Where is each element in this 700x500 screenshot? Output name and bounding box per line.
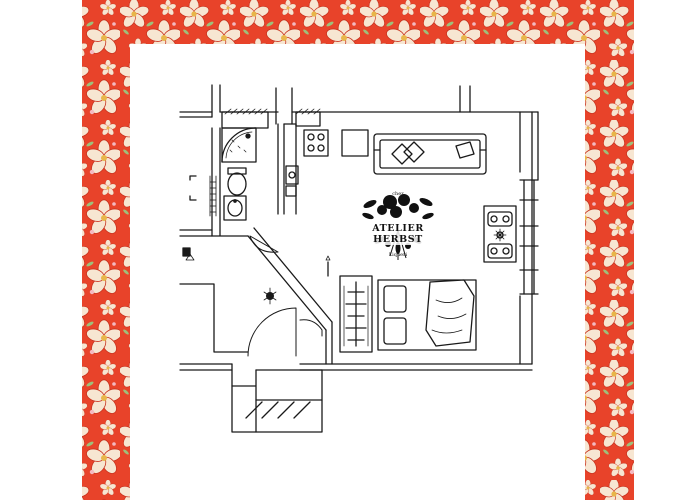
logo-top-text: chez	[392, 191, 404, 197]
sofa-icon	[373, 133, 487, 175]
logo-name: ATELIER HERBST	[352, 223, 444, 245]
sink-icon	[209, 175, 247, 221]
flower-bouquet-logo	[362, 194, 434, 260]
stove-icon	[303, 129, 329, 157]
toilet-icon	[227, 167, 247, 196]
plant-icon	[493, 228, 507, 242]
wardrobe-icon	[339, 275, 373, 353]
dining-table-icon	[483, 205, 517, 263]
walls	[179, 84, 539, 433]
door-swing-icons	[247, 235, 323, 357]
shower-icon	[221, 127, 257, 163]
bed-icon	[377, 279, 477, 351]
logo-bottom-text: Liqueri	[388, 252, 408, 258]
kitchen-counter	[283, 123, 369, 215]
